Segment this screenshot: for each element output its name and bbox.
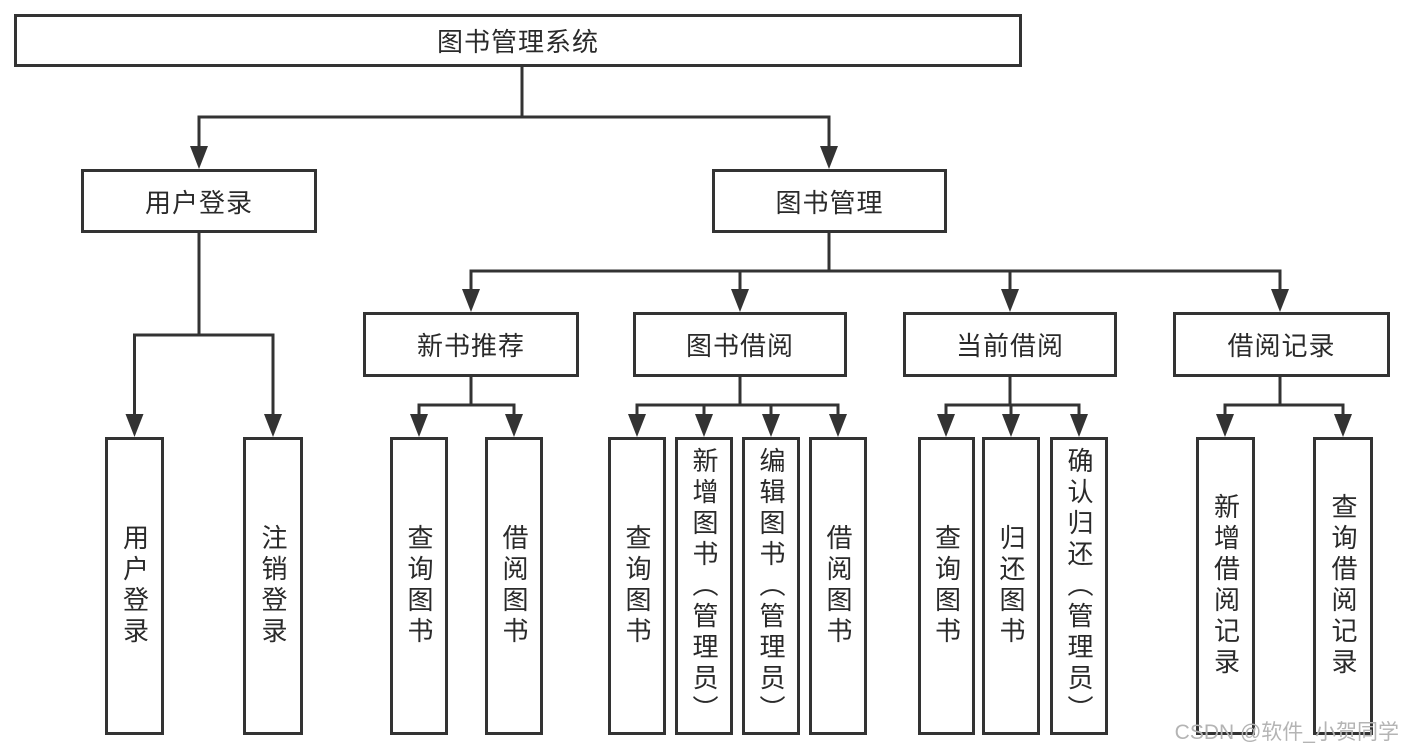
node-label: 编辑图书（管理员） [756,446,786,726]
node-label: 借阅记录 [1227,331,1336,361]
node-label: 新增图书（管理员） [689,446,719,726]
leaf-borrow-books: 借阅图书 [809,437,867,735]
leaf-query-borrow-record: 查询借阅记录 [1313,437,1373,735]
leaf-query-books-recommend: 查询图书 [390,437,448,735]
node-label: 查询图书 [931,524,962,648]
node-label: 用户登录 [119,524,150,648]
leaf-borrow-books-recommend: 借阅图书 [485,437,543,735]
node-label: 借阅图书 [823,524,853,648]
node-label: 确认归还（管理员） [1064,446,1094,726]
node-current-borrowing: 当前借阅 [903,312,1117,377]
leaf-confirm-return-admin: 确认归还（管理员） [1050,437,1108,735]
node-book-management: 图书管理 [712,169,947,233]
leaf-query-books-current: 查询图书 [918,437,975,735]
node-label: 查询图书 [622,524,652,648]
node-borrowing-records: 借阅记录 [1173,312,1390,377]
leaf-user-login: 用户登录 [105,437,164,735]
node-label: 图书管理系统 [436,27,599,57]
node-label: 当前借阅 [955,331,1064,361]
leaf-return-books: 归还图书 [982,437,1040,735]
csdn-watermark: CSDN @软件_小贺同学 [1174,721,1399,744]
leaf-add-books-admin: 新增图书（管理员） [675,437,733,735]
node-label: 图书管理 [775,187,884,218]
node-new-book-recommend: 新书推荐 [363,312,579,377]
leaf-query-books-borrowing: 查询图书 [608,437,666,735]
node-label: 查询借阅记录 [1328,493,1358,679]
leaf-edit-books-admin: 编辑图书（管理员） [742,437,800,735]
node-label: 用户登录 [144,187,253,218]
node-label: 借阅图书 [499,524,529,648]
node-label: 图书借阅 [685,331,794,361]
node-label: 新增借阅记录 [1210,493,1241,679]
leaf-add-borrow-record: 新增借阅记录 [1196,437,1255,735]
node-library-management-system: 图书管理系统 [14,14,1022,67]
node-label: 注销登录 [258,524,288,648]
node-book-borrowing: 图书借阅 [633,312,847,377]
node-label: 新书推荐 [416,331,525,361]
node-label: 归还图书 [996,524,1026,648]
leaf-logout: 注销登录 [243,437,303,735]
node-label: 查询图书 [404,524,434,648]
node-user-login: 用户登录 [81,169,317,233]
